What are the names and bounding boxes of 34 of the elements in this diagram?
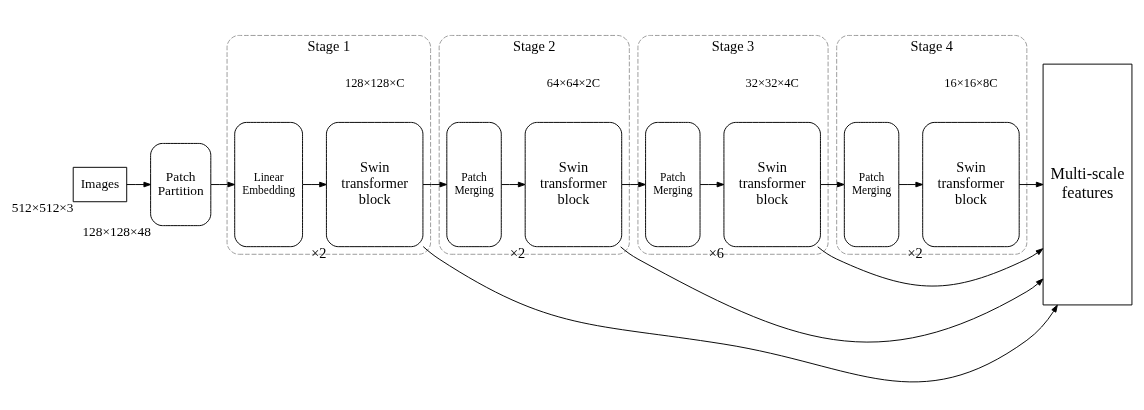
node-label: 32×32×4C [745, 76, 799, 91]
node-box: Patch Merging [645, 121, 701, 248]
node-label: ×2 [311, 245, 327, 262]
node-label: 512×512×3 [11, 200, 74, 216]
node-label: 64×64×2C [546, 76, 601, 91]
arrow [126, 181, 152, 188]
arrow [699, 181, 725, 188]
node-label: ×2 [509, 245, 526, 262]
node-box: Swin transformer block [922, 121, 1020, 248]
node-box: Linear Embedding [234, 121, 304, 248]
arrow [210, 181, 236, 188]
node-label: 128×128×48 [82, 224, 151, 240]
node-label: ×6 [708, 245, 724, 262]
node-box: Swin transformer block [325, 121, 424, 248]
arrow [500, 181, 526, 188]
arrow [422, 181, 448, 188]
arrow [817, 246, 1044, 287]
node-box: Images [72, 166, 128, 203]
node-box: Patch Merging [446, 121, 502, 248]
arrow [898, 181, 924, 188]
node-box: Patch Partition [150, 142, 212, 227]
node-label: 16×16×8C [944, 76, 998, 91]
node-box: Multi-scale features [1042, 63, 1133, 306]
node-label: ×2 [907, 245, 923, 262]
arrow [1018, 181, 1044, 188]
node-label: 128×128×C [344, 76, 405, 91]
arrow [621, 181, 646, 188]
arrow [819, 181, 845, 188]
arrow [422, 246, 1058, 383]
node-box: Patch Merging [843, 121, 900, 248]
arrow [302, 181, 327, 188]
arrow [620, 246, 1044, 343]
node-box: Swin transformer block [524, 121, 623, 248]
node-box: Swin transformer block [723, 121, 821, 248]
